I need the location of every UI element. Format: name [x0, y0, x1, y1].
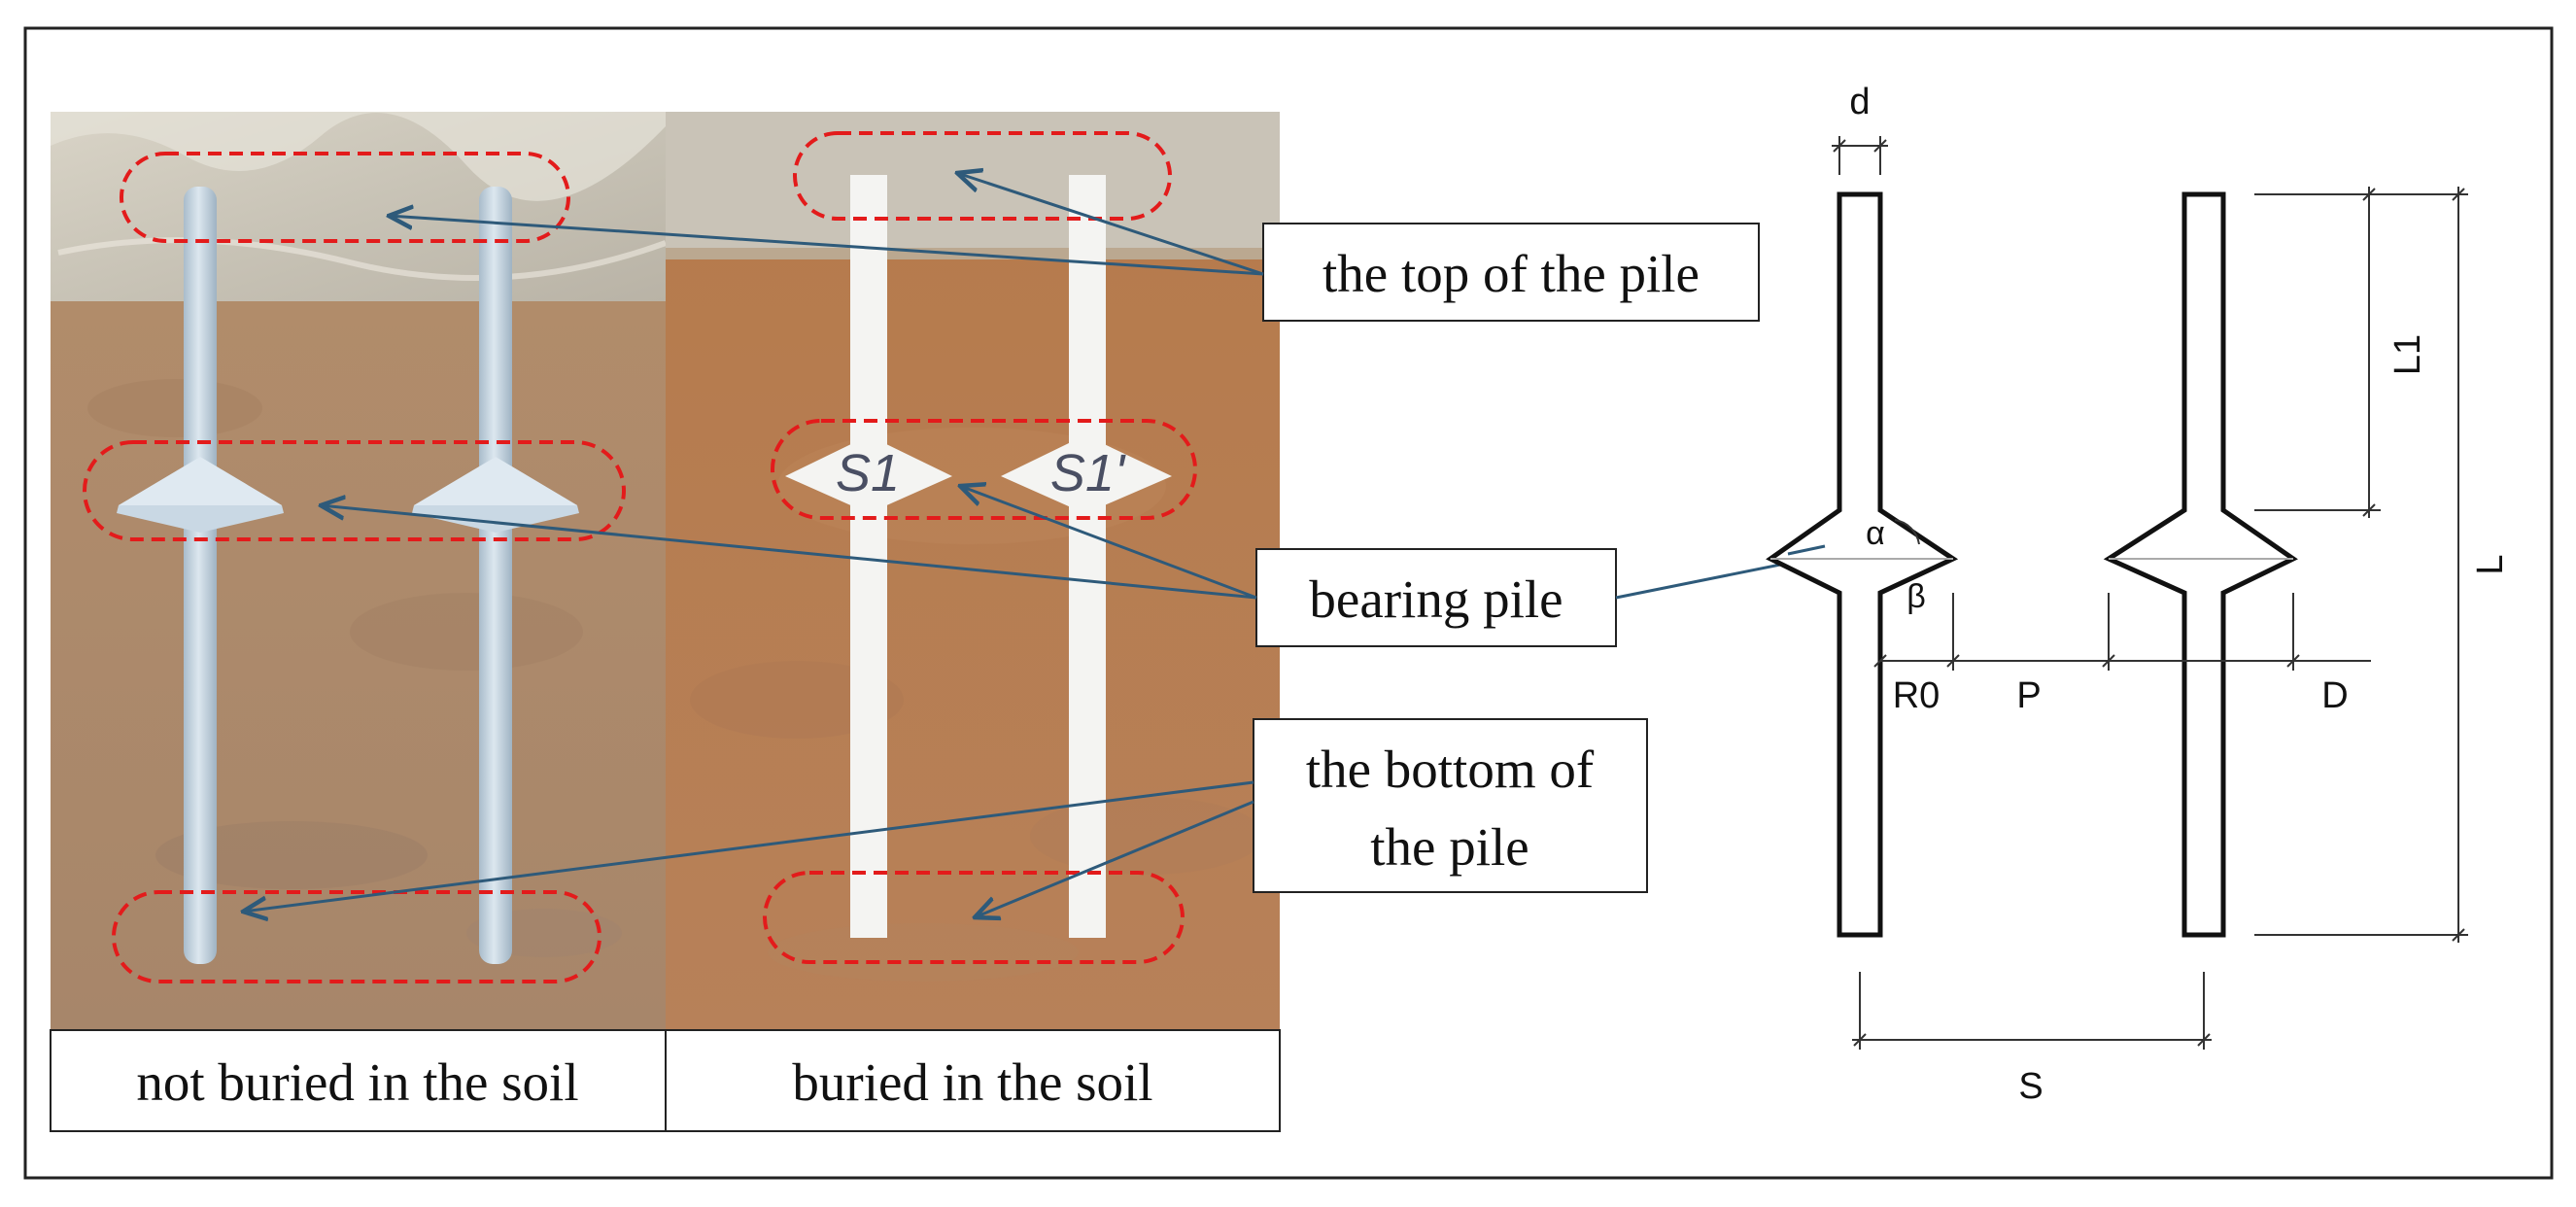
caption-buried: buried in the soil [792, 1052, 1152, 1112]
callout-top-text: the top of the pile [1322, 244, 1700, 303]
dim-p: P [2016, 675, 2041, 716]
dim-beta: β [1906, 578, 1926, 615]
arrow-top-to-right [957, 173, 1264, 276]
photo-not-buried [51, 112, 668, 1030]
arrow-bottom-to-left [243, 780, 1254, 912]
dim-l1: L1 [2387, 334, 2428, 375]
dash-mid-right [771, 419, 1197, 520]
drawing-pile-right [2103, 191, 2298, 938]
dim-d-upper: D [2321, 675, 2348, 716]
pile-white-2 [1001, 175, 1172, 938]
arrow-bottom-to-right [975, 800, 1254, 917]
arrow-bearing-to-left [321, 505, 1257, 600]
caption-not-buried: not buried in the soil [136, 1052, 578, 1112]
dim-r0: R0 [1893, 675, 1941, 716]
dim-l: L [2470, 554, 2511, 574]
callout-bottom-box [1253, 718, 1648, 893]
arrow-bearing-to-right [960, 486, 1257, 600]
pile-blue-1 [117, 187, 284, 964]
dash-bottom-right [763, 871, 1185, 964]
arrow-top-to-left [389, 216, 1264, 276]
pile-blue-2 [412, 187, 579, 964]
dimension-lines [1832, 136, 2468, 1050]
label-s1-prime: S1' [1050, 444, 1126, 502]
dim-d: d [1849, 82, 1870, 122]
dash-mid-left [83, 440, 626, 541]
callout-top-box [1262, 223, 1760, 322]
callout-bottom-text-2: the pile [1370, 817, 1528, 877]
dash-top-left [120, 152, 570, 243]
pile-white-1 [785, 175, 952, 938]
caption-boxes [50, 1029, 1281, 1132]
dim-alpha: α [1866, 515, 1885, 552]
dash-bottom-left [112, 890, 601, 983]
drawing-alpha-arrow [1787, 544, 1826, 556]
callout-bottom-text-1: the bottom of [1306, 740, 1595, 799]
callout-bearing-text: bearing pile [1309, 569, 1563, 629]
label-s1: S1 [836, 444, 900, 502]
drawing-pile-left [1766, 191, 1959, 938]
dim-s: S [2018, 1066, 2043, 1107]
outer-frame [23, 26, 2554, 1180]
dash-top-right [793, 131, 1172, 221]
